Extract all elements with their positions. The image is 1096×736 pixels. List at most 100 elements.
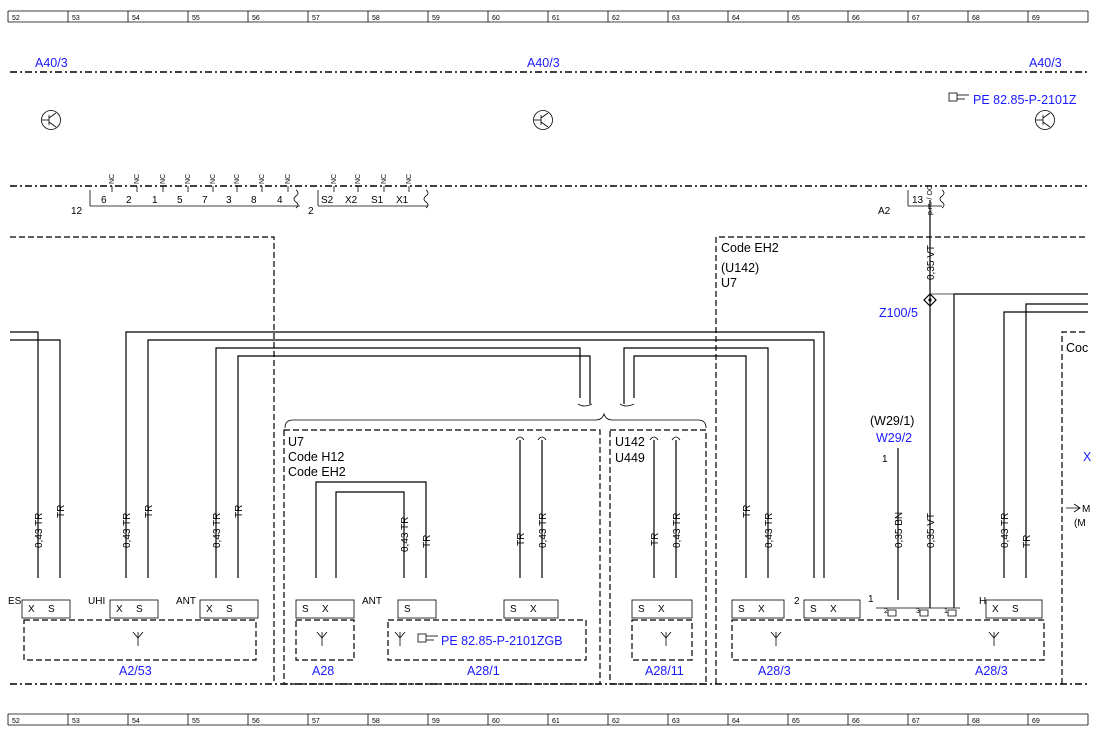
squiggle-terminator: [939, 189, 945, 209]
ruler-column-top: 60: [492, 15, 500, 22]
antenna-icon: [316, 631, 328, 646]
plug-pin-label: X: [530, 604, 537, 615]
ruler-column-bottom: 62: [612, 718, 620, 725]
plug-pin-label: X: [116, 604, 123, 615]
pin-label-one: 1: [868, 594, 874, 605]
ruler-column-bottom: 60: [492, 718, 500, 725]
connector-pin: 3: [226, 195, 232, 206]
code-h12-line2: Code H12: [288, 450, 344, 464]
region-u142: [609, 429, 707, 685]
code-eh2-line3: U7: [721, 276, 737, 290]
plug-housing: [397, 599, 437, 619]
code-h12-line1: U7: [288, 435, 304, 449]
ruler-column-top: 59: [432, 15, 440, 22]
plug-pin-label: X: [28, 604, 35, 615]
connector-a2-label: A2: [878, 206, 891, 217]
antenna-icon: [132, 631, 144, 646]
ruler-column-top: 61: [552, 15, 560, 22]
module-a28[interactable]: [295, 619, 355, 661]
reference-link-top[interactable]: PE 82.85-P-2101Z: [973, 93, 1077, 107]
ruler-column-bottom: 68: [972, 718, 980, 725]
ruler-column-bottom: 52: [12, 718, 20, 725]
nc-label: NC: [109, 174, 116, 184]
plug-pin-label: S: [810, 604, 817, 615]
wire-label: TR: [742, 505, 753, 518]
plug-housing: [109, 599, 159, 619]
transistor-icon: [533, 110, 553, 130]
plug-housing: [295, 599, 355, 619]
ruler-column-bottom: 55: [192, 718, 200, 725]
code-h12-line3: Code EH2: [288, 465, 346, 479]
wire-label: 0,43 TR: [764, 513, 775, 548]
ruler-column-bottom: 64: [732, 718, 740, 725]
ruler-column-top: 63: [672, 15, 680, 22]
antenna-icon: [988, 631, 1000, 646]
terminal-pin: [887, 609, 897, 617]
wire-label: TR: [650, 533, 661, 546]
plug-pin-label: S: [510, 604, 517, 615]
terminal-pin: [919, 609, 929, 617]
connector-pin: 2: [126, 195, 132, 206]
label-w29-2: W29/2: [876, 431, 912, 445]
region-coc: [1061, 331, 1088, 684]
wire-label: 0,43 TR: [34, 513, 45, 548]
region-left: [10, 236, 275, 684]
nc-label: NC: [355, 174, 362, 184]
ruler-column-top: 56: [252, 15, 260, 22]
ruler-column-top: 62: [612, 15, 620, 22]
label-a28-3-right: A28/3: [975, 664, 1008, 678]
transistor-icon: [41, 110, 61, 130]
label-a28-11: A28/11: [645, 664, 684, 678]
wiring-harness: [10, 200, 1088, 609]
plug-pin-label: X: [758, 604, 765, 615]
plug-housing: [631, 599, 693, 619]
pin-count-group2: 2: [308, 206, 314, 217]
ruler-column-bottom: 59: [432, 718, 440, 725]
module-a2-53[interactable]: [23, 619, 257, 661]
wire-label: TR: [144, 505, 155, 518]
ruler-column-top: 55: [192, 15, 200, 22]
wire-label: 0,43 TR: [672, 513, 683, 548]
wire-label: 0,35 VT: [926, 245, 937, 280]
ruler-column-bottom: 66: [852, 718, 860, 725]
plug-pin-label: S: [638, 604, 645, 615]
connector-pin: 4: [277, 195, 283, 206]
label-z100-5: Z100/5: [879, 306, 918, 320]
label-a28-1: A28/1: [467, 664, 500, 678]
ruler-column-bottom: 54: [132, 718, 140, 725]
module-a28-1[interactable]: [387, 619, 587, 661]
ruler-column-top: 65: [792, 15, 800, 22]
antenna-icon: [660, 631, 672, 646]
ruler-column-top: 58: [372, 15, 380, 22]
connector-pin: S1: [371, 195, 384, 206]
plug-pin-label: X: [322, 604, 329, 615]
label-arrow-paren-m: (M: [1074, 518, 1086, 529]
plug-pin-label: X: [658, 604, 665, 615]
ruler-column-top: 66: [852, 15, 860, 22]
nc-label: NC: [210, 174, 217, 184]
terminal-pin: [947, 609, 957, 617]
pin-label-uhi: UHI: [88, 596, 105, 607]
code-u142-line2: U449: [615, 451, 645, 465]
label-arrow-m: M: [1082, 504, 1090, 515]
reference-link-bottom[interactable]: PE 82.85-P-2101ZGB: [441, 634, 563, 648]
connector-pin: S2: [321, 195, 334, 206]
wire-label: 0,43 TR: [122, 513, 133, 548]
label-a28-3-left: A28/3: [758, 664, 791, 678]
connector-pin: 8: [251, 195, 257, 206]
nc-label: NC: [185, 174, 192, 184]
pin-label-ant2: ANT: [362, 596, 382, 607]
module-a28-3[interactable]: [731, 619, 1045, 661]
module-a28-11[interactable]: [631, 619, 693, 661]
ruler-column-top: 64: [732, 15, 740, 22]
label-a2-53: A2/53: [119, 664, 152, 678]
transistor-icon: [1035, 110, 1055, 130]
wire-label: 0,35 VT: [926, 513, 937, 548]
code-u142-line1: U142: [615, 435, 645, 449]
plug-pin-label: S: [226, 604, 233, 615]
ruler-column-bottom: 56: [252, 718, 260, 725]
a40-label-right: A40/3: [1029, 56, 1062, 70]
nc-label: NC: [259, 174, 266, 184]
